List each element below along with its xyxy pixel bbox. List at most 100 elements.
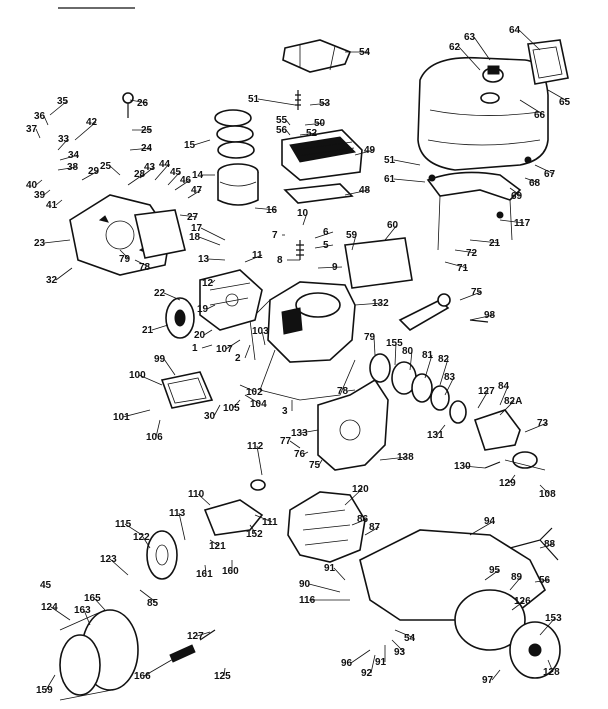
part-callout-51: 51 xyxy=(248,94,260,105)
leader-line xyxy=(239,384,257,393)
part-callout-17: 17 xyxy=(191,223,203,234)
part-callout-87: 87 xyxy=(369,522,381,533)
leader-line xyxy=(134,259,150,268)
part-callout-19: 19 xyxy=(197,304,209,315)
part-callout-48: 48 xyxy=(359,185,371,196)
leader-line xyxy=(333,567,346,581)
part-callout-59: 59 xyxy=(346,230,358,241)
leader-line xyxy=(244,394,261,405)
leader-line xyxy=(35,179,43,186)
leader-line xyxy=(302,212,308,226)
leader-line xyxy=(249,524,257,535)
part-callout-24: 24 xyxy=(141,143,153,154)
leader-line xyxy=(299,132,317,136)
leader-line xyxy=(207,258,226,261)
leader-line xyxy=(304,122,325,126)
part-callout-161: 161 xyxy=(196,569,213,580)
part-callout-12: 12 xyxy=(202,278,214,289)
tank-cover-plate xyxy=(527,39,569,85)
leader-line xyxy=(174,179,191,191)
part-callout-122: 122 xyxy=(133,532,150,543)
part-callout-106: 106 xyxy=(146,432,163,443)
part-callout-85: 85 xyxy=(147,598,159,609)
part-callout-117: 117 xyxy=(514,218,531,229)
part-callout-126: 126 xyxy=(514,596,531,607)
air-filter-plate-part xyxy=(160,371,214,409)
part-callout-20: 20 xyxy=(194,330,206,341)
part-callout-130: 130 xyxy=(454,461,471,472)
leader-line xyxy=(314,244,334,249)
leader-line xyxy=(211,279,216,284)
leader-line xyxy=(223,667,226,677)
part-callout-60: 60 xyxy=(387,220,399,231)
leader-line xyxy=(350,649,371,664)
leader-line xyxy=(43,239,71,244)
part-callout-3: 3 xyxy=(282,406,288,417)
leader-line xyxy=(444,376,455,396)
part-callout-80: 80 xyxy=(402,346,414,357)
part-callout-96: 96 xyxy=(341,658,353,669)
part-callout-163: 163 xyxy=(74,605,91,616)
leader-line xyxy=(499,219,525,224)
leader-line xyxy=(197,493,211,506)
leader-line xyxy=(393,159,421,166)
leader-line xyxy=(49,100,68,116)
leader-line xyxy=(508,474,516,484)
part-callout-72: 72 xyxy=(466,248,478,259)
part-callout-112: 112 xyxy=(247,441,264,452)
leader-line xyxy=(139,166,155,179)
leader-line xyxy=(477,390,489,409)
part-callout-128: 128 xyxy=(543,667,560,678)
part-callout-101: 101 xyxy=(113,412,130,423)
part-callout-71: 71 xyxy=(457,263,469,274)
part-callout-52: 52 xyxy=(306,128,318,139)
part-callout-138: 138 xyxy=(397,452,414,463)
leader-line xyxy=(364,526,380,536)
part-callout-104: 104 xyxy=(250,399,267,410)
leader-line xyxy=(351,234,357,251)
part-callout-7: 7 xyxy=(272,230,278,241)
part-callout-23: 23 xyxy=(34,238,46,249)
leader-line xyxy=(204,564,207,575)
leader-line xyxy=(142,536,151,549)
leader-line xyxy=(499,385,509,406)
leader-line xyxy=(59,154,79,161)
leader-line xyxy=(285,129,291,136)
part-callout-133: 133 xyxy=(291,428,308,439)
part-callout-68: 68 xyxy=(529,178,541,189)
part-callout-36: 36 xyxy=(34,111,46,122)
leader-line xyxy=(539,484,550,495)
leader-line xyxy=(155,419,161,438)
leader-line xyxy=(209,539,220,547)
part-callout-55: 55 xyxy=(276,115,288,126)
part-callout-25: 25 xyxy=(141,125,153,136)
leader-line xyxy=(55,267,73,281)
part-callout-41: 41 xyxy=(46,200,58,211)
leader-line xyxy=(318,459,323,466)
engine-block-part xyxy=(249,281,356,401)
leader-line xyxy=(547,89,570,103)
part-callout-82: 82 xyxy=(438,354,450,365)
leader-line xyxy=(499,400,515,416)
part-callout-160: 160 xyxy=(222,566,239,577)
leader-line xyxy=(143,657,176,677)
part-callout-81: 81 xyxy=(422,350,434,361)
leader-line xyxy=(539,617,556,636)
leader-line xyxy=(463,465,486,469)
leader-line xyxy=(491,669,501,681)
part-callout-27: 27 xyxy=(187,212,199,223)
part-callout-54: 54 xyxy=(404,633,416,644)
leader-line xyxy=(547,659,554,673)
leader-line xyxy=(256,445,263,476)
part-callout-120: 120 xyxy=(352,484,369,495)
leader-line xyxy=(93,597,106,611)
leader-line xyxy=(436,424,446,436)
part-callout-40: 40 xyxy=(26,180,38,191)
part-callout-155: 155 xyxy=(386,338,403,349)
part-callout-32: 32 xyxy=(46,275,58,286)
part-callout-79: 79 xyxy=(119,254,131,265)
part-callout-51: 51 xyxy=(384,155,396,166)
leader-line xyxy=(393,178,426,183)
leader-line xyxy=(163,358,176,376)
